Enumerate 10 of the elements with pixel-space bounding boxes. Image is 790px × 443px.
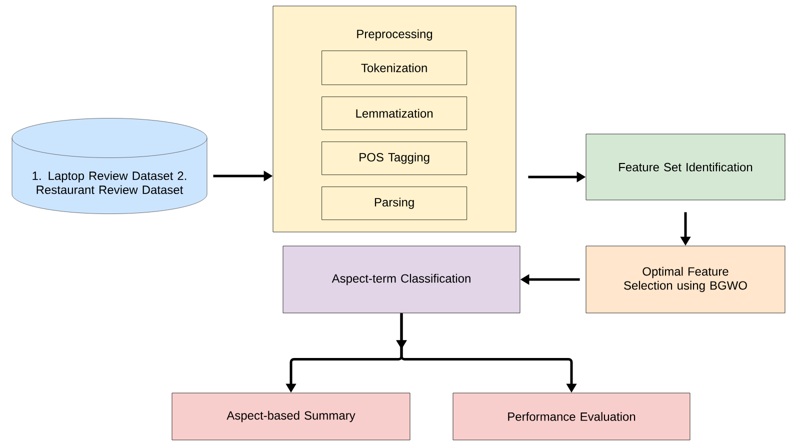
dataset-cylinder: 1. Laptop Review Dataset 2. Restaurant Review Dataset: [12, 118, 208, 214]
process-box: POS Tagging: [322, 142, 467, 175]
process-box: Tokenization: [322, 50, 467, 85]
process-box: Optimal Feature Selection using BGWO: [586, 246, 786, 314]
process-box: Feature Set Identification: [586, 134, 786, 200]
process-box: Aspect-term Classification: [282, 246, 520, 314]
process-box: Parsing: [322, 186, 467, 220]
process-box: Lemmatization: [322, 96, 467, 130]
process-box: Performance Evaluation: [452, 392, 690, 440]
process-box: Aspect-based Summary: [172, 392, 410, 440]
